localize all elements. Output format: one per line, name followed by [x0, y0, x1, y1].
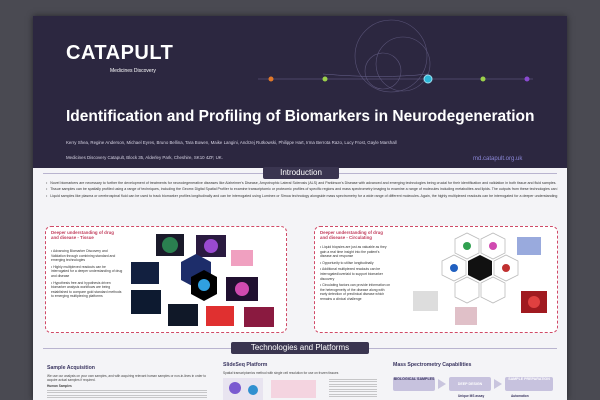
intro-heading: Introduction [263, 167, 339, 179]
author-list: Kerry Shea, Regine Anderson, Michael Eyr… [66, 140, 397, 145]
affiliation: Medicines Discovery Catapult, Block 35, … [66, 155, 223, 160]
slideseq-figure [223, 378, 316, 400]
slideseq-filler-text [329, 379, 377, 399]
circulating-bullet: Circulating factors can provide informat… [320, 283, 392, 301]
poster: CATAPULT Medicines Discovery Identificat… [33, 16, 567, 400]
tissue-panel-bullets: Advancing Biomarker Discovery and Valida… [51, 249, 123, 301]
tissue-bullet: Advancing Biomarker Discovery and Valida… [51, 249, 123, 263]
circulating-panel: Deeper understanding of drug and disease… [314, 226, 558, 333]
circulating-bullet: Opportunity to utilise longitudinally [320, 261, 392, 266]
circulating-bullet: Liquid biopsies are just as valuable as … [320, 245, 392, 259]
flow-arrow-icon [494, 379, 502, 389]
green-dot-2 [480, 76, 486, 82]
intro-bullet: Novel biomarkers are necessary to furthe… [46, 181, 558, 186]
human-samples-label: Human Samples [47, 384, 72, 388]
unique-ms-assay-caption: Unique MS assay [458, 394, 485, 398]
flow-arrow-icon [438, 379, 446, 389]
tissue-image-collage [131, 234, 274, 327]
logo: CATAPULT [66, 42, 174, 64]
header-band-lower [33, 155, 567, 168]
poster-title: Identification and Profiling of Biomarke… [66, 108, 535, 125]
tissue-bullet: Hypothesis free and hypothesis driven bi… [51, 281, 123, 299]
slideseq-title: SlideSeq Platform [223, 362, 268, 368]
tissue-bullet: Highly multiplexed readouts can be inter… [51, 265, 123, 279]
tissue-panel: Deeper understanding of drug and disease… [45, 226, 287, 333]
tech-heading: Technologies and Platforms [231, 342, 369, 354]
circulating-image-collage [413, 232, 547, 325]
mass-spec-title: Mass Spectrometry Capabilities [393, 362, 472, 368]
circulating-panel-bullets: Liquid biopsies are just as valuable as … [320, 245, 392, 304]
sample-acquisition-title: Sample Acquisition [47, 365, 95, 371]
flow-step-biological-samples: BIOLOGICAL SAMPLES [393, 377, 435, 391]
sample-acquisition-text: We use our analysis on your own samples,… [47, 374, 207, 383]
automation-caption: Automation [511, 394, 529, 398]
orange-dot [268, 76, 274, 82]
flow-step-sample-preparation: SAMPLE PREPARATION [505, 377, 553, 391]
intro-bullets: Novel biomarkers are necessary to furthe… [46, 181, 558, 200]
slideseq-text: Spatial transcriptomics method with sing… [223, 371, 339, 375]
website-link[interactable]: md.catapult.org.uk [473, 156, 523, 162]
sample-acquisition-filler-text [47, 390, 207, 398]
tissue-panel-title: Deeper understanding of drug and disease… [51, 230, 114, 240]
intro-bullet: Tissue samples can be spatially profiled… [46, 187, 558, 192]
circulating-bullet: Additional multiplexed readouts can be i… [320, 267, 392, 281]
header-band [33, 16, 567, 155]
logo-subtitle: Medicines Discovery [110, 68, 156, 74]
blue-dot [423, 74, 433, 84]
flow-step-deep-design: DEEP DESIGN [449, 377, 491, 391]
circulating-panel-title: Deeper understanding of drug and disease… [320, 230, 383, 240]
intro-bullet: Liquid samples like plasma or cerebrospi… [46, 194, 558, 199]
header-decoration [258, 19, 533, 93]
purple-dot [524, 76, 530, 82]
green-dot [322, 76, 328, 82]
